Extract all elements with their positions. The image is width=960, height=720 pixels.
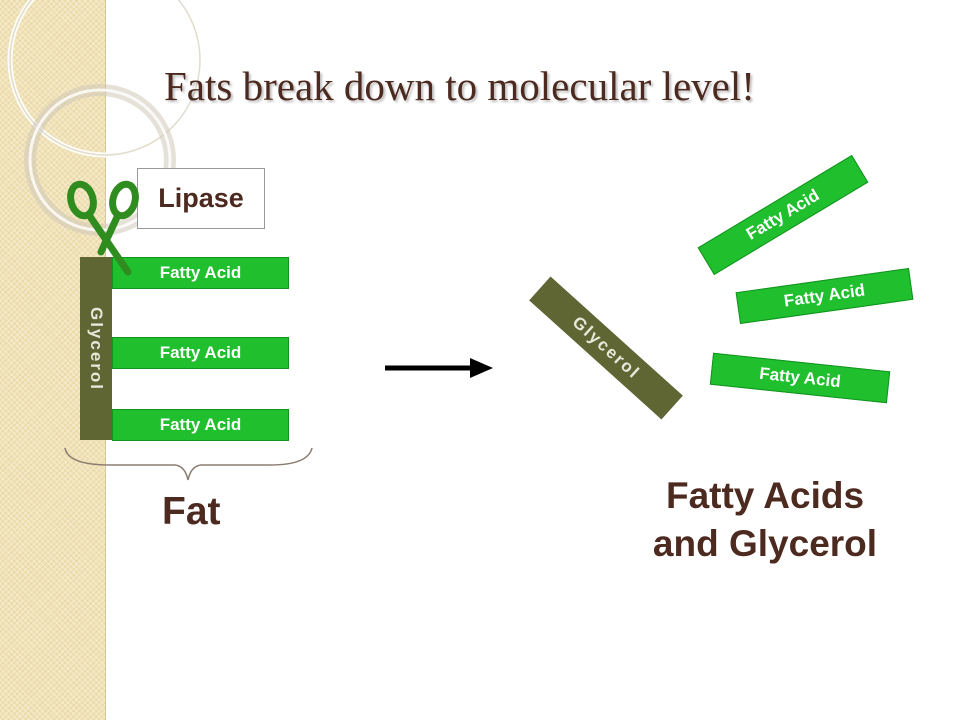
fat-fatty-acid-1: Fatty Acid — [112, 257, 289, 289]
lipase-label-box: Lipase — [137, 168, 265, 229]
reaction-arrow — [385, 358, 493, 378]
fat-caption: Fat — [162, 490, 221, 533]
fat-brace — [64, 447, 313, 481]
products-caption-line2: and Glycerol — [652, 523, 878, 564]
lipase-label: Lipase — [158, 183, 244, 213]
products-caption-line1: Fatty Acids — [665, 475, 865, 516]
fat-fatty-acid-2: Fatty Acid — [112, 337, 289, 369]
slide-title: Fats break down to molecular level! — [164, 63, 755, 109]
fat-glycerol-backbone: Glycerol — [80, 257, 112, 440]
scissors-icon — [67, 180, 139, 276]
fat-fatty-acid-3: Fatty Acid — [112, 409, 289, 441]
products-caption: Fatty Acids and Glycerol — [600, 472, 930, 568]
